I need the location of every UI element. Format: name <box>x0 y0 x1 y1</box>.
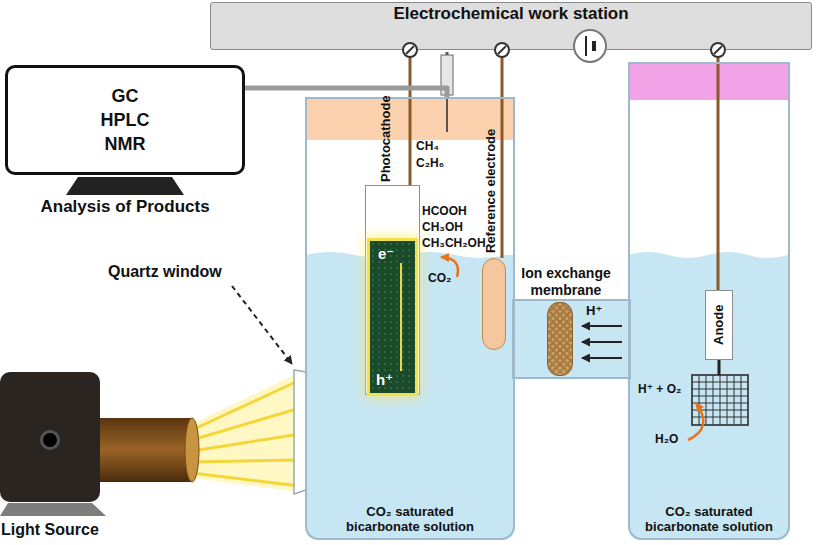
reference-electrode: Reference electrode <box>482 258 506 350</box>
window-label: Quartz window <box>108 262 222 281</box>
reactant-label: H₂O <box>655 432 678 446</box>
light-ray <box>192 473 300 486</box>
electrode-stem <box>718 360 721 375</box>
semiconductor-plate <box>370 241 415 393</box>
anode-electrode: Anode <box>705 290 733 360</box>
product-label: CH₃CH₂OH <box>422 236 486 250</box>
product-label: HCOOH <box>422 204 467 218</box>
sampling-tube <box>245 88 447 97</box>
light-source: Light Source <box>0 372 100 502</box>
terminal-slot <box>498 46 506 54</box>
lens-tube <box>100 418 192 482</box>
salt-bridge <box>513 300 630 378</box>
product-label: CH₃OH <box>422 220 463 234</box>
electrolyte-label: CO₂ saturated bicarbonate solution <box>634 504 784 534</box>
leader-arrow <box>232 286 292 364</box>
anode-cell: CO₂ saturated bicarbonate solution Anode <box>628 62 790 540</box>
ion-label: H⁺ <box>586 303 602 319</box>
ion-exchange-membrane: Ion exchange membrane <box>547 302 573 376</box>
light-ray <box>192 460 300 462</box>
battery-symbol <box>585 36 587 56</box>
charge-label: h⁺ <box>376 371 393 389</box>
proton-arrow <box>582 325 622 327</box>
electrolyte <box>628 252 790 540</box>
reactant-label: CO₂ <box>428 271 451 285</box>
station-title: Electrochemical work station <box>211 4 811 23</box>
analysis-monitor: GC HPLC NMRAnalysis of Products <box>5 65 245 175</box>
cathode-cell: CO₂ saturated bicarbonate solution Photoc… <box>305 97 515 540</box>
proton-arrow <box>582 341 622 343</box>
lamp-stand <box>0 503 106 516</box>
product-label: C₂H₆ <box>416 156 444 170</box>
monitor-caption: Analysis of Products <box>41 197 210 217</box>
workstation-bar: Electrochemical work station <box>210 2 812 50</box>
charge-label: e⁻ <box>378 245 394 263</box>
terminal <box>711 43 725 57</box>
meter-circle <box>574 30 606 62</box>
lens-hole <box>40 430 60 450</box>
plate-line <box>400 263 402 371</box>
terminal-slot <box>714 46 722 54</box>
product-label: H⁺ + O₂ <box>638 382 681 396</box>
light-beam <box>192 372 300 492</box>
proton-arrow <box>582 357 622 359</box>
terminal <box>403 43 417 57</box>
lens-end <box>185 418 199 482</box>
terminal <box>495 43 509 57</box>
electrode-wire <box>717 50 720 290</box>
photocathode: Photocathode <box>365 185 420 395</box>
light-ray <box>192 434 300 451</box>
membrane-label: Ion exchange membrane <box>518 265 614 299</box>
mesh-grid <box>692 375 748 425</box>
electrode-wire <box>501 50 504 258</box>
mesh-electrode <box>692 375 748 425</box>
terminal-slot <box>406 46 414 54</box>
electrode-label: Photocathode <box>378 95 394 182</box>
battery-symbol <box>592 41 596 51</box>
electrode-wire <box>409 50 412 185</box>
reaction-arrow <box>688 403 703 440</box>
monitor-stand <box>66 177 184 195</box>
cell-cap <box>628 62 790 100</box>
product-label: CH₄ <box>416 139 439 153</box>
instrument-list: GC HPLC NMR <box>90 84 160 156</box>
light-source-caption: Light Source <box>1 520 99 539</box>
syringe-needle <box>446 95 448 132</box>
electrode-label: Reference electrode <box>483 129 499 253</box>
electrode-label: Anode <box>711 305 727 345</box>
electrolyte-label: CO₂ saturated bicarbonate solution <box>335 504 485 534</box>
